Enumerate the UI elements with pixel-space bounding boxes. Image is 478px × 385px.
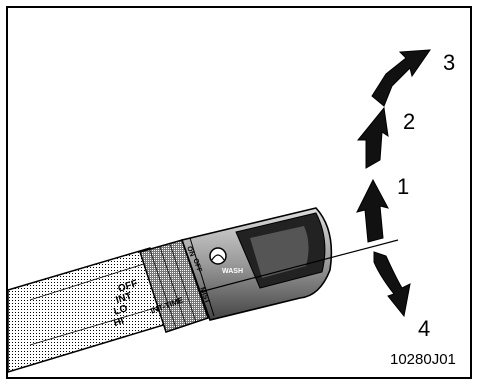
position-label-2: 2 (403, 111, 415, 133)
position-label-4: 4 (418, 318, 430, 340)
position-arrows (357, 50, 430, 316)
figure-code: 10280J01 (390, 352, 456, 367)
position-label-1: 1 (397, 176, 409, 198)
switch-mark-wash: WASH (222, 268, 243, 275)
position-label-3: 3 (443, 52, 455, 74)
